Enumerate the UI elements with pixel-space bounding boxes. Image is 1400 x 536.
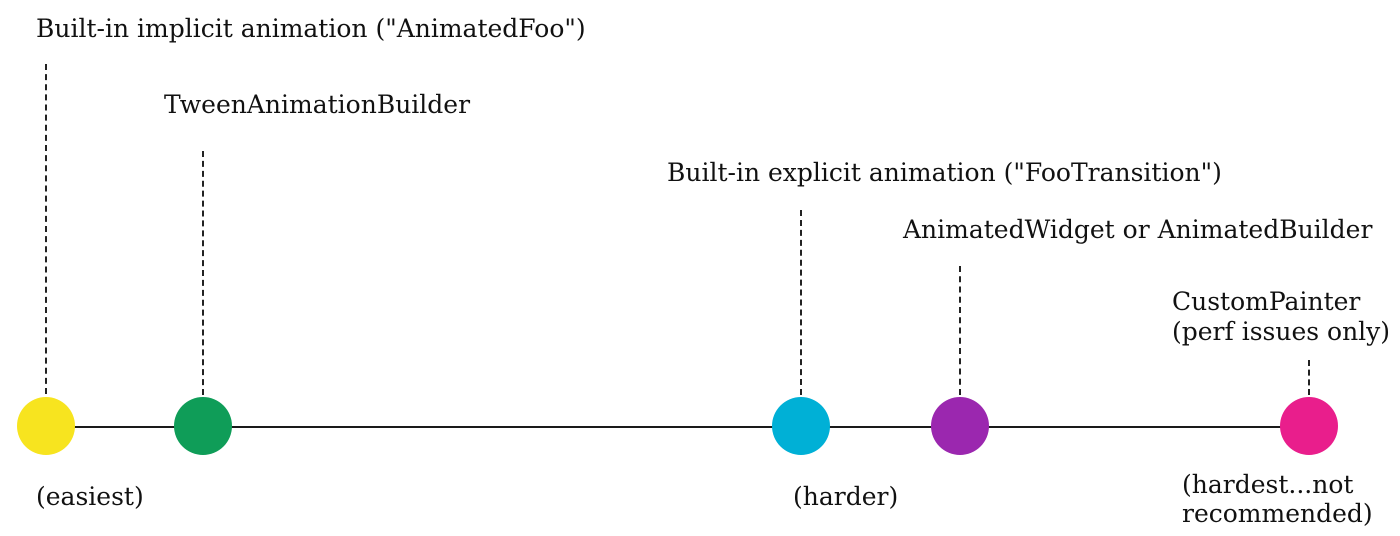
stop-label-custom-painter-line-1: CustomPainter bbox=[1172, 287, 1361, 316]
stop-label-animated-widget: AnimatedWidget or AnimatedBuilder bbox=[903, 215, 1373, 244]
difficulty-note-hardest: (hardest...not recommended) bbox=[1182, 470, 1373, 528]
stop-label-implicit-animation: Built-in implicit animation ("AnimatedFo… bbox=[36, 14, 586, 43]
leader-line-explicit-animation bbox=[800, 210, 802, 395]
difficulty-note-hardest-line-1: (hardest...not bbox=[1182, 470, 1354, 499]
leader-line-animated-widget bbox=[959, 266, 961, 395]
leader-line-tween-animation-builder bbox=[202, 151, 204, 395]
difficulty-note-hardest-line-2: recommended) bbox=[1182, 499, 1373, 528]
timeline-axis-line bbox=[46, 426, 1310, 428]
stop-dot-custom-painter bbox=[1280, 397, 1338, 455]
stop-label-explicit-animation: Built-in explicit animation ("FooTransit… bbox=[667, 158, 1222, 187]
stop-label-tween-animation-builder: TweenAnimationBuilder bbox=[164, 90, 471, 119]
difficulty-note-harder: (harder) bbox=[793, 482, 899, 511]
stop-label-custom-painter: CustomPainter (perf issues only) bbox=[1172, 287, 1390, 347]
stop-dot-tween-animation-builder bbox=[174, 397, 232, 455]
stop-label-custom-painter-line-2: (perf issues only) bbox=[1172, 317, 1391, 346]
difficulty-note-easiest: (easiest) bbox=[36, 482, 144, 511]
leader-line-custom-painter bbox=[1308, 360, 1310, 395]
stop-dot-explicit-animation bbox=[772, 397, 830, 455]
stop-dot-animated-widget bbox=[931, 397, 989, 455]
leader-line-implicit-animation bbox=[45, 64, 47, 394]
stop-dot-implicit-animation bbox=[17, 397, 75, 455]
